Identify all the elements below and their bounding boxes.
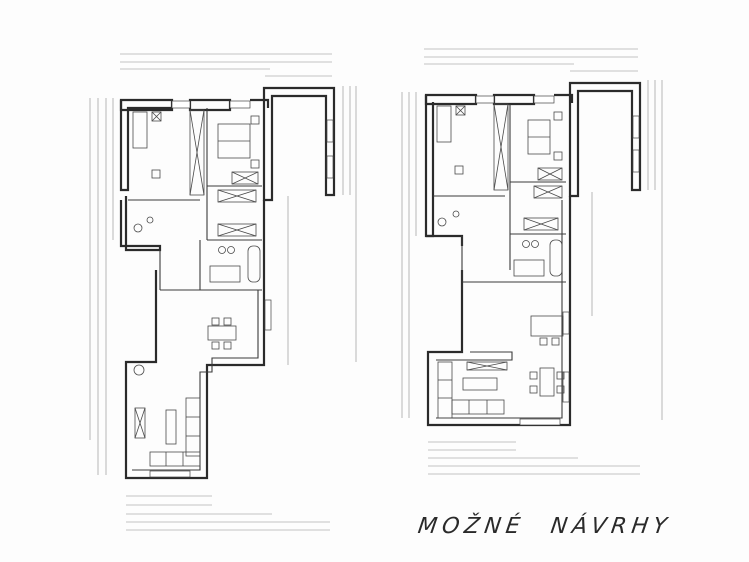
dining-table-left <box>207 317 237 350</box>
dimension-lines-bottom-left <box>126 495 330 531</box>
dimension-lines-bottom-right <box>428 441 640 475</box>
dimension-lines-side-right <box>401 92 417 418</box>
bedroom-3-furniture <box>523 185 563 231</box>
plan-variant-1 <box>89 53 357 531</box>
handwritten-caption: MOŽNÉ NÁVRHY <box>416 514 699 539</box>
plan-variant-2 <box>401 48 663 475</box>
bedroom-2-furniture <box>217 115 260 185</box>
caption-word-2: NÁVRHY <box>548 514 674 539</box>
dimension-lines-right-right <box>591 80 663 420</box>
dimension-lines-right-left <box>287 86 357 365</box>
living-room-left <box>133 364 201 467</box>
living-room-right <box>437 361 508 419</box>
bedroom-1-furniture <box>436 105 466 175</box>
dimension-lines-side-left <box>89 98 114 475</box>
dining-table-right <box>529 367 565 397</box>
bedroom-1-furniture <box>132 111 162 179</box>
dimension-lines-top-right <box>424 48 638 72</box>
kitchen-island <box>530 315 564 346</box>
caption-word-1: MOŽNÉ <box>416 514 527 539</box>
wardrobe-hall <box>493 103 509 191</box>
wc-furniture <box>437 210 460 227</box>
wc-furniture <box>133 216 154 233</box>
wardrobe-hall <box>189 109 205 196</box>
bathroom-furniture <box>209 245 261 283</box>
bedroom-2-furniture <box>527 111 563 181</box>
dimension-lines-top-left <box>120 53 332 77</box>
bedroom-3-furniture <box>217 189 257 237</box>
bathroom-furniture <box>513 239 563 277</box>
